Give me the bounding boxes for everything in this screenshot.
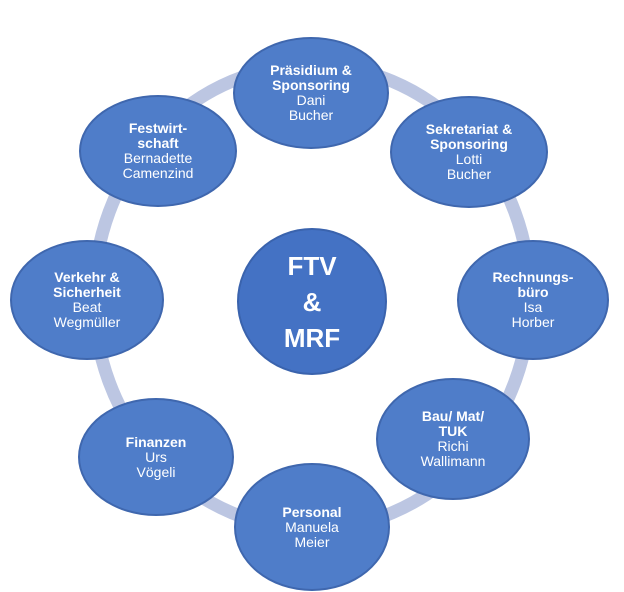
node-role: Finanzen [125,433,187,450]
node-person: Urs Vögeli [136,448,176,480]
node-person: Dani Bucher [288,92,334,123]
center-title: FTV & MRF [283,250,341,353]
node-role: Präsidium & Sponsoring [270,62,352,93]
node-role: Personal [282,503,342,520]
node-person: Isa Horber [511,299,555,330]
node-role: Bau/ Mat/ TUK [421,408,485,439]
node-festwirtschaft: Festwirt- schaft Bernadette Camenzind [79,95,237,207]
node-role: Sekretariat & Sponsoring [425,121,513,152]
node-person: Lotti Bucher [446,151,492,182]
node-person: Manuela Meier [285,518,339,550]
node-bau-mat-tuk: Bau/ Mat/ TUK Richi Wallimann [376,378,530,500]
node-praesidium: Präsidium & Sponsoring Dani Bucher [233,37,389,149]
center-node: FTV & MRF [237,228,387,375]
node-rechnungsbuero: Rechnungs- büro Isa Horber [457,240,609,360]
node-person: Richi Wallimann [420,438,486,469]
node-role: Verkehr & Sicherheit [53,269,121,300]
node-finanzen: Finanzen Urs Vögeli [78,398,234,516]
node-personal: Personal Manuela Meier [234,463,390,591]
node-verkehr: Verkehr & Sicherheit Beat Wegmüller [10,240,164,360]
node-person: Beat Wegmüller [53,299,121,330]
node-person: Bernadette Camenzind [122,150,194,181]
node-role: Rechnungs- büro [492,269,574,300]
node-sekretariat: Sekretariat & Sponsoring Lotti Bucher [390,96,548,208]
node-role: Festwirt- schaft [128,120,188,151]
